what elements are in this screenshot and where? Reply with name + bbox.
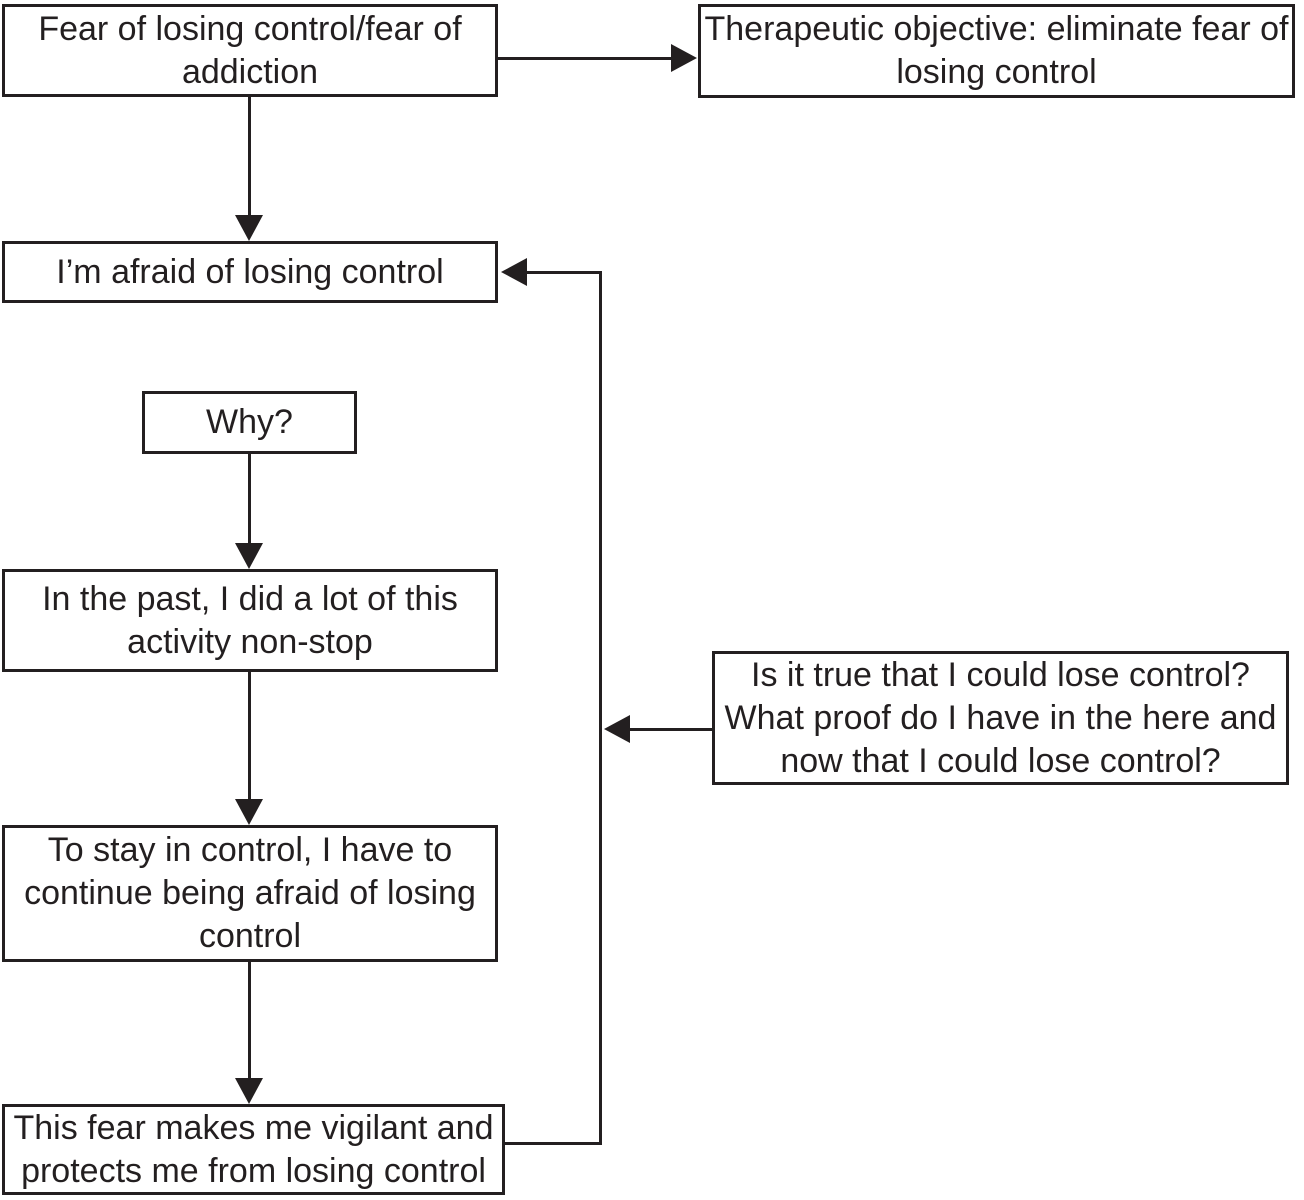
connector-stay-to-vigilant — [248, 962, 251, 1079]
arrowhead-feedback-to-afraid — [501, 258, 527, 286]
node-fear-addiction-label: Fear of losing control/fear of addiction — [38, 9, 462, 91]
arrowhead-why-to-past — [235, 543, 263, 569]
arrowhead-stay-to-vigilant — [235, 1078, 263, 1104]
connector-past-to-stay — [248, 672, 251, 801]
node-stay-in-control: To stay in control, I have to continue b… — [2, 825, 498, 962]
node-challenge-question-label: Is it true that I could lose control? Wh… — [724, 655, 1277, 780]
node-afraid: I’m afraid of losing control — [2, 241, 498, 303]
node-fear-addiction: Fear of losing control/fear of addiction — [2, 4, 498, 97]
connector-feedback-bottom — [505, 1142, 602, 1145]
arrowhead-fear-to-objective — [671, 44, 697, 72]
node-past-activity: In the past, I did a lot of this activit… — [2, 569, 498, 672]
node-stay-in-control-label: To stay in control, I have to continue b… — [24, 831, 476, 955]
connector-fear-to-afraid — [248, 97, 251, 216]
connector-fear-to-objective — [498, 57, 673, 60]
arrowhead-fear-to-afraid — [235, 215, 263, 241]
node-vigilant-label: This fear makes me vigilant and protects… — [13, 1108, 494, 1190]
node-afraid-label: I’m afraid of losing control — [56, 252, 444, 291]
connector-feedback-top — [527, 271, 602, 274]
node-therapeutic-objective-label: Therapeutic objective: eliminate fear of… — [704, 10, 1289, 91]
arrowhead-challenge-to-loop — [604, 715, 630, 743]
connector-challenge-to-loop — [630, 728, 712, 731]
connector-why-to-past — [248, 454, 251, 545]
node-why: Why? — [142, 391, 357, 454]
arrowhead-past-to-stay — [235, 799, 263, 825]
node-challenge-question: Is it true that I could lose control? Wh… — [712, 651, 1289, 785]
connector-feedback-vertical — [599, 271, 602, 1145]
node-past-activity-label: In the past, I did a lot of this activit… — [42, 579, 458, 661]
node-why-label: Why? — [206, 403, 293, 441]
node-therapeutic-objective: Therapeutic objective: eliminate fear of… — [698, 4, 1295, 98]
node-vigilant: This fear makes me vigilant and protects… — [2, 1104, 505, 1195]
